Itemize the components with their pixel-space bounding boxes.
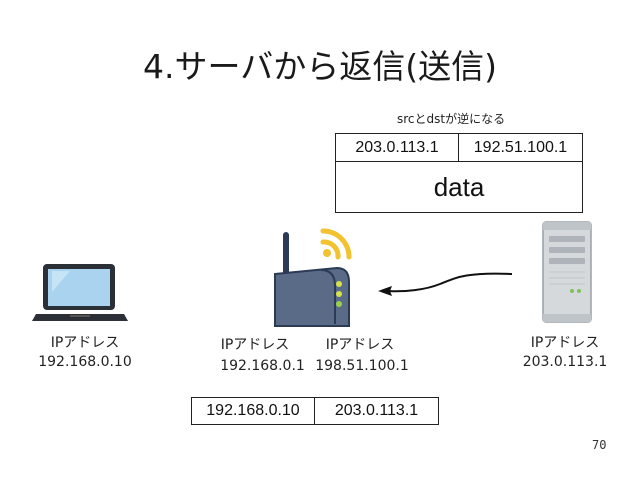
server-address-label: IPアドレス [530, 335, 600, 351]
router-inner-ip: 192.168.0.1 [220, 358, 305, 374]
page-number: 70 [592, 438, 607, 452]
reply-arrow [378, 272, 513, 296]
pc-address-label: IPアドレス [50, 335, 120, 351]
router-inner-address-label: IPアドレス [220, 337, 290, 353]
packet-dst-cell: 192.51.100.1 [473, 139, 568, 156]
reversal-note: srcとdstが逆になる [397, 112, 506, 126]
server-icon [542, 221, 592, 323]
lan-packet-dst-cell: 192.168.0.10 [192, 398, 315, 424]
reply-packet: 203.0.113.1 192.51.100.1 data [335, 133, 583, 213]
pc-ip: 192.168.0.10 [38, 354, 132, 370]
wifi-icon [320, 228, 352, 260]
lan-packet-src-cell: 203.0.113.1 [334, 402, 419, 419]
router-outer-address-label: IPアドレス [325, 337, 395, 353]
router-outer-ip: 198.51.100.1 [315, 358, 409, 374]
packet-data-cell: data [336, 161, 582, 212]
slide-title: 4.サーバから返信(送信) [143, 47, 497, 86]
server-ip: 203.0.113.1 [522, 354, 608, 370]
laptop-icon [32, 264, 128, 321]
router-icon [274, 232, 350, 327]
packet-src-cell: 203.0.113.1 [336, 134, 459, 162]
lan-packet: 192.168.0.10 203.0.113.1 [191, 397, 439, 425]
